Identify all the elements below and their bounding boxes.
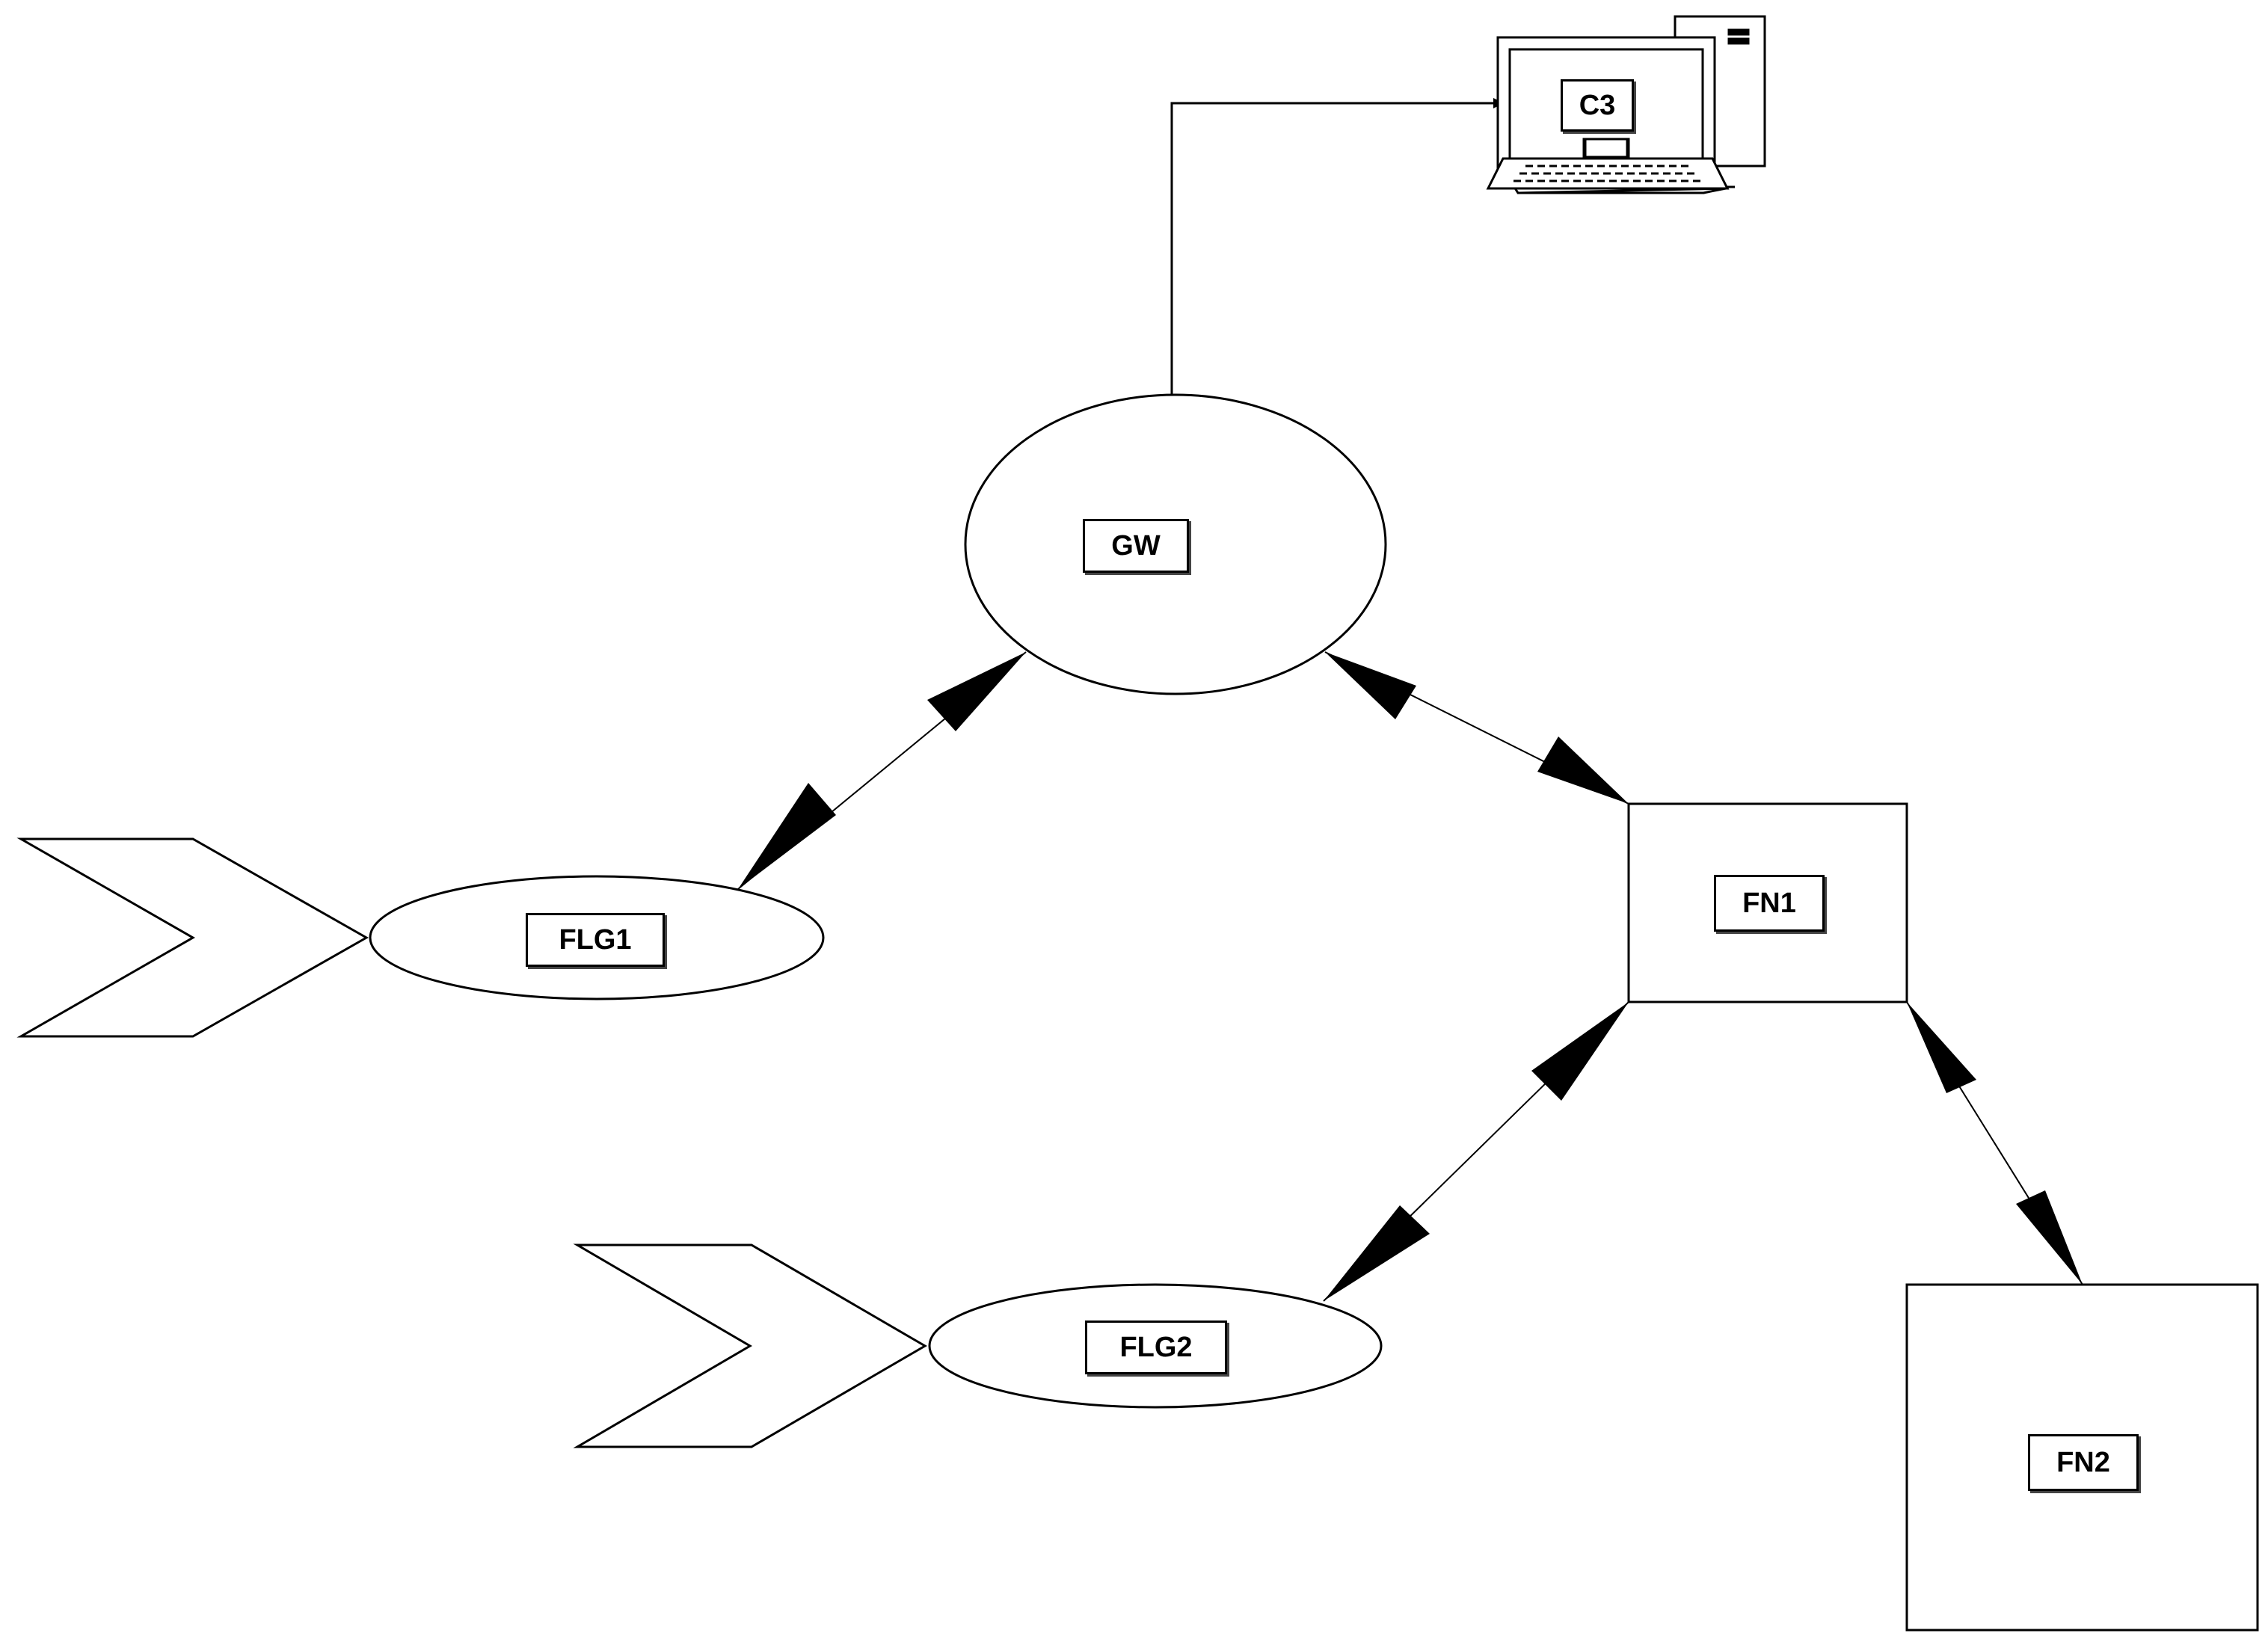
edge-gw-c3 [1170,98,1504,395]
fn1-label: FN1 [1714,875,1825,932]
edge-flg1-gw [737,651,1027,890]
flg1-label: FLG1 [526,913,665,967]
fn1-node[interactable] [1627,802,1908,1003]
c3-label: C3 [1561,79,1634,132]
edge-fn1-fn2 [1906,1001,2083,1285]
gw-label: GW [1083,519,1189,573]
edge-gw-fn1 [1324,651,1629,805]
edge-flg2-fn1 [1323,1001,1629,1302]
fn2-label: FN2 [2028,1434,2139,1491]
flg2-label: FLG2 [1085,1321,1227,1374]
desktop-computer-icon [1486,15,1766,194]
flg2-source-chevron-icon [573,1243,927,1448]
flg1-source-chevron-icon [16,837,369,1038]
